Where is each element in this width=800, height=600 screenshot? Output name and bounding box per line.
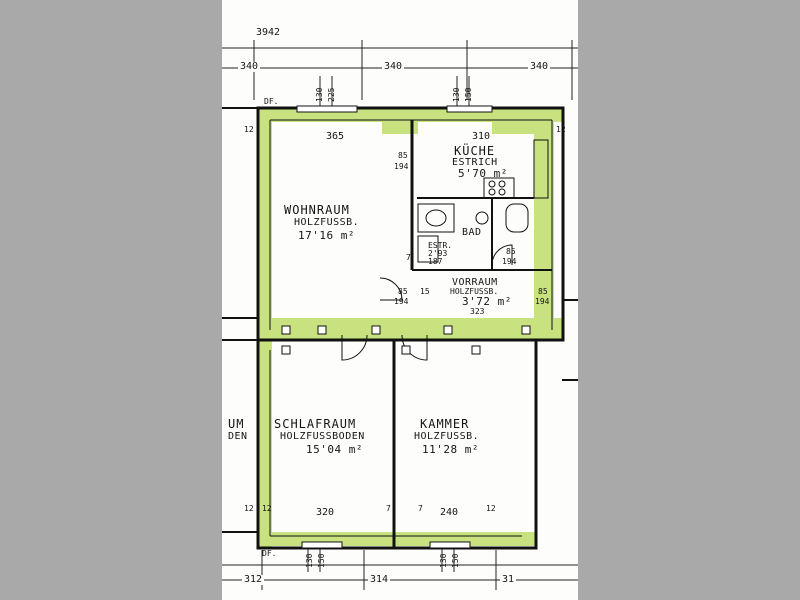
room-wohnraum-area: 17'16 m² [298, 229, 355, 242]
dim-window-4a: 130 [439, 553, 448, 568]
dim-door-3a: 85 [538, 287, 548, 296]
room-bad-floor: ESTR. [428, 241, 453, 250]
dim-window-2b: 150 [464, 87, 473, 102]
label-df-bottom: DF. [262, 549, 277, 558]
dim-side-12c: 12 [262, 504, 272, 513]
dim-side-15: 15 [420, 287, 430, 296]
label-df-top: DF. [264, 97, 279, 106]
dim-side-7c: 7 [418, 504, 423, 513]
dim-wohnraum-width: 365 [326, 131, 345, 142]
dim-side-12e: 12 [556, 125, 566, 134]
dim-schlafraum-width: 320 [316, 507, 335, 518]
dim-side-12a: 12 [244, 125, 254, 134]
radiator-markers [281, 325, 531, 355]
room-neighbor-floor: DEN [228, 431, 248, 442]
dim-door-3b: 194 [535, 297, 550, 306]
room-bad-area: 2'93 [428, 249, 448, 258]
room-schlafraum-area: 15'04 m² [306, 443, 363, 456]
dim-top-1: 340 [238, 61, 261, 72]
neighbor-walls [222, 107, 578, 533]
room-vorraum-name: VORRAUM [452, 277, 498, 288]
dim-door-4b: 194 [502, 257, 517, 266]
dim-window-3b: 150 [317, 553, 326, 568]
top-dimension-lines [222, 40, 578, 108]
dim-kammer-width: 240 [440, 507, 459, 518]
dim-window-2a: 130 [452, 87, 461, 102]
dim-door-1a: 85 [398, 151, 408, 160]
dim-side-12d: 12 [486, 504, 496, 513]
dim-vorraum-width: 323 [470, 307, 485, 316]
floor-plan-drawing [222, 40, 578, 590]
doors [341, 244, 513, 361]
dim-side-7a: 7 [386, 504, 391, 513]
dim-window-4b: 150 [451, 553, 460, 568]
room-kammer-name: KAMMER [420, 417, 470, 431]
room-schlafraum-floor: HOLZFUSSBODEN [280, 431, 365, 442]
walls [256, 106, 565, 550]
room-kueche-area: 5'70 m² [458, 167, 508, 180]
dim-top-2: 340 [382, 61, 405, 72]
room-vorraum-floor: HOLZFUSSB. [450, 287, 499, 296]
dim-bottom-1: 312 [242, 574, 265, 585]
dim-side-7b: 7 [406, 253, 411, 262]
room-bad-name: BAD [462, 227, 482, 238]
room-wohnraum-name: WOHNRAUM [284, 203, 350, 217]
room-vorraum-area: 3'72 m² [462, 295, 512, 308]
floor-plan-sheet: 3942 340 340 340 130 225 130 150 DF. 312… [222, 0, 578, 600]
room-kammer-floor: HOLZFUSSB. [414, 431, 480, 442]
bottom-dimension-lines [222, 545, 578, 590]
dim-bottom-3: 31 [500, 574, 517, 585]
dim-door-2a: 85 [398, 287, 408, 296]
room-kueche-name: KÜCHE [454, 144, 496, 158]
room-kammer-area: 11'28 m² [422, 443, 479, 456]
dim-bottom-2: 314 [368, 574, 391, 585]
dim-top-3: 340 [528, 61, 551, 72]
windows [296, 105, 493, 549]
room-wohnraum-floor: HOLZFUSSB. [294, 217, 360, 228]
dim-top-total: 3942 [256, 27, 281, 38]
dim-door-4a: 85 [506, 247, 516, 256]
dim-window-3a: 130 [305, 553, 314, 568]
room-bad-note: 187 [428, 257, 443, 266]
dim-door-1b: 194 [394, 162, 409, 171]
dim-kueche-width: 310 [472, 131, 491, 142]
dim-door-2b: 194 [394, 297, 409, 306]
dim-side-12b: 12 [244, 504, 254, 513]
room-kueche-floor: ESTRICH [452, 157, 498, 168]
dim-window-1b: 225 [327, 87, 336, 102]
room-schlafraum-name: SCHLAFRAUM [274, 417, 357, 431]
kitchen-fixtures [417, 139, 549, 263]
room-neighbor-name: UM [228, 417, 245, 431]
dim-window-1a: 130 [315, 87, 324, 102]
